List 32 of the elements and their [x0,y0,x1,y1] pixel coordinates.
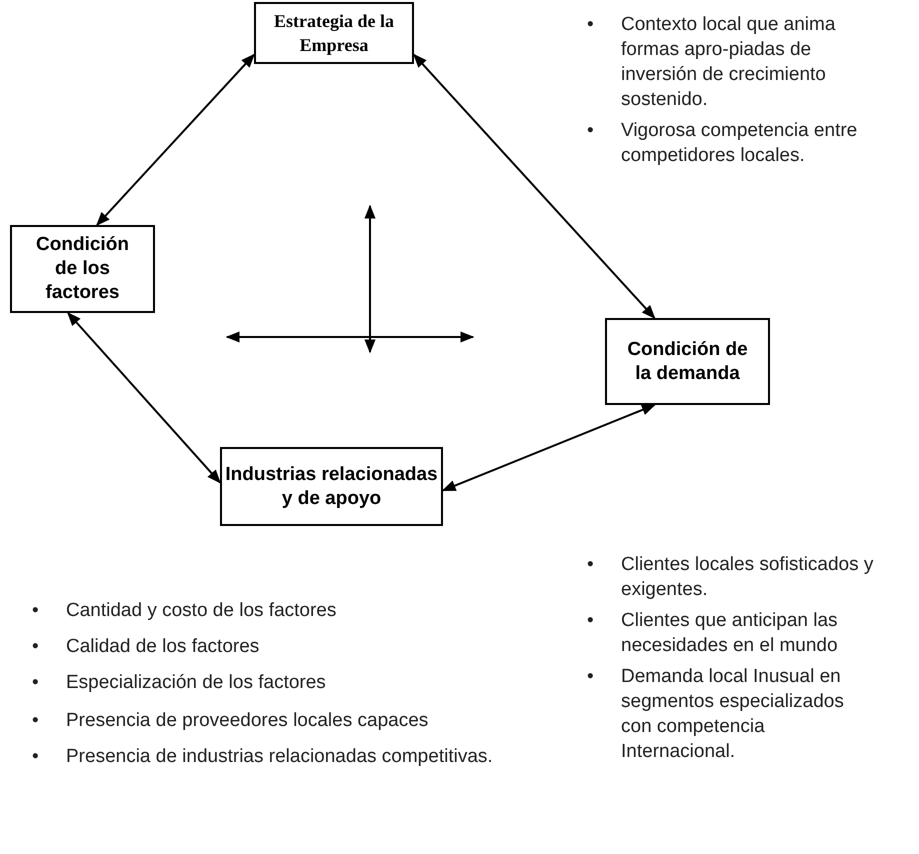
bullet: • [586,119,595,143]
bullet: • [31,671,40,695]
bullet-text: Clientes locales sofisticados y exigentes. [621,553,874,602]
bullet: • [31,635,40,659]
bullet: • [31,745,40,769]
bullet-text: Presencia de proveedores locales capaces [66,709,428,733]
bullet: • [31,599,40,623]
bullet: • [586,13,595,37]
bullet: • [31,709,40,733]
factor-box [254,2,414,64]
double-arrow [96,54,255,226]
bullet-text: Cantidad y costo de los factores [66,599,336,623]
bullet-text: Presencia de industrias relacionadas competitivas. [66,745,493,769]
bullet-text: Calidad de los factores [66,635,260,659]
bullet-text: Especialización de los factores [66,671,326,695]
bullet: • [586,553,595,577]
double-arrow [413,54,656,320]
factor-box [220,447,443,526]
double-arrow [442,404,656,492]
box-title: Condición de la demanda [627,338,748,386]
factor-box [10,225,155,313]
double-arrow [67,312,221,484]
bullet-text: Contexto local que anima formas apro-piadas de inversión de crecimiento sostenido. [621,13,836,112]
bullet-text: Clientes que anticipan las necesidades en el mundo [621,609,839,658]
bullet-text: Vigorosa competencia entre competidores locales. [621,119,858,168]
bullet: • [586,665,595,689]
factor-box [605,318,770,405]
box-title: Industrias relacionadas y de apoyo [224,462,439,510]
box-title: Condición de los factores [35,233,130,305]
bullet: • [586,609,595,633]
bullet-text: Demanda local Inusual en segmentos especializados con competencia Internacional. [621,665,845,764]
box-title: Estrategia de la Empresa [273,10,395,57]
